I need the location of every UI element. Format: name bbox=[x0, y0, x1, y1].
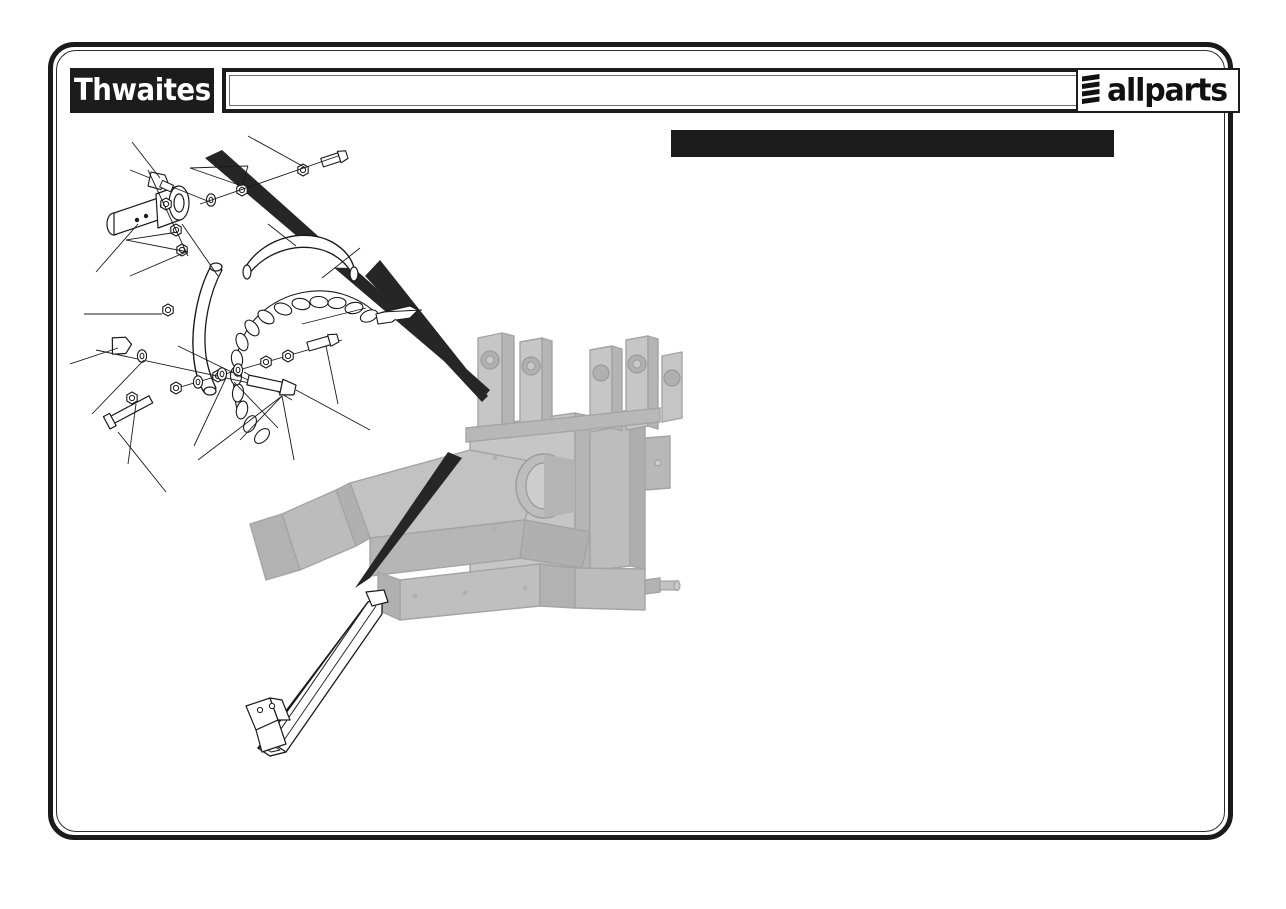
thwaites-brand-label: Thwaites bbox=[73, 72, 211, 108]
allparts-supplier-label: allparts bbox=[1107, 71, 1228, 109]
zigzag-bars-icon bbox=[1082, 73, 1100, 104]
upper-assembly-group bbox=[95, 135, 423, 461]
header: Thwaites allparts bbox=[70, 66, 1240, 122]
section-banner bbox=[671, 130, 1114, 157]
arrow-lower-to-chassis bbox=[355, 452, 462, 588]
upper-bracket-fasteners bbox=[147, 169, 189, 257]
arrow-upper-to-chassis bbox=[205, 150, 490, 396]
lower-assembly-group bbox=[70, 141, 389, 757]
parts-diagram bbox=[70, 128, 1215, 828]
nut-split-pin bbox=[126, 391, 138, 405]
machine-chassis-ghost bbox=[249, 332, 683, 621]
upper-fastener-row bbox=[199, 150, 349, 207]
chain-part bbox=[229, 290, 423, 445]
allparts-supplier-logo: allparts bbox=[1076, 68, 1240, 113]
parts-diagram-svg bbox=[70, 135, 683, 757]
nut-standalone bbox=[162, 303, 174, 317]
arrow-upper-right-to-chassis bbox=[365, 260, 488, 402]
lower-fastener-row-upper bbox=[169, 333, 343, 395]
assembly-arrows bbox=[205, 150, 490, 588]
title-field-inner bbox=[229, 75, 1107, 106]
lower-fastener-row bbox=[95, 336, 297, 396]
thwaites-brand-logo: Thwaites bbox=[70, 68, 214, 113]
bracket-part bbox=[245, 697, 291, 753]
title-field[interactable] bbox=[222, 68, 1114, 113]
clevis-pin-part bbox=[102, 395, 154, 430]
lower-leader-lines bbox=[70, 141, 371, 493]
hose-upper-part bbox=[242, 234, 359, 282]
